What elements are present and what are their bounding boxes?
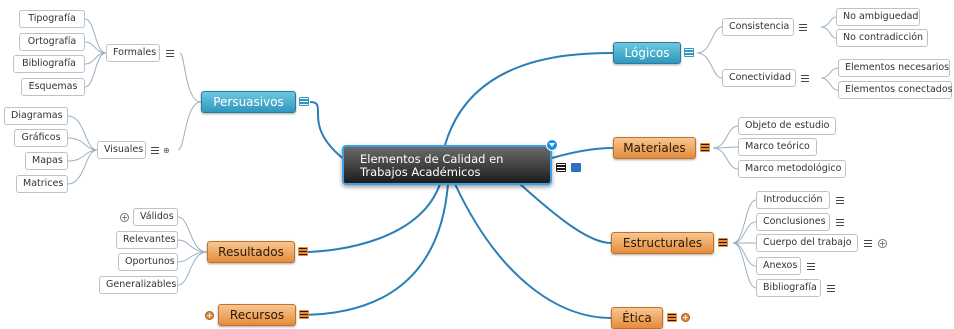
notes-icon[interactable] bbox=[835, 196, 845, 205]
leaf-tipografia[interactable]: Tipografía bbox=[19, 10, 85, 28]
notes-icon[interactable] bbox=[863, 239, 873, 248]
link-logicos bbox=[444, 52, 614, 146]
topic-estructurales[interactable]: Estructurales bbox=[611, 232, 714, 254]
leaf-relevantes[interactable]: Relevantes bbox=[116, 231, 178, 249]
notes-icon[interactable] bbox=[835, 218, 845, 227]
notes-icon[interactable] bbox=[798, 23, 808, 32]
subtopic-visuales[interactable]: Visuales bbox=[97, 141, 146, 159]
leaf-no-contradiccion[interactable]: No contradicción bbox=[836, 29, 928, 47]
collapse-icon[interactable] bbox=[546, 139, 558, 151]
notes-icon[interactable] bbox=[806, 262, 816, 271]
topic-resultados[interactable]: Resultados bbox=[207, 241, 295, 263]
attachment-icon[interactable]: ⊕ bbox=[163, 146, 170, 155]
leaf-oportunos[interactable]: Oportunos bbox=[118, 253, 178, 271]
plus-icon[interactable]: + bbox=[120, 213, 129, 222]
leaf-mapas[interactable]: Mapas bbox=[25, 152, 68, 170]
notes-icon[interactable] bbox=[556, 163, 566, 172]
central-topic[interactable]: Elementos de Calidad en Trabajos Académi… bbox=[342, 145, 552, 185]
leaf-conclusiones[interactable]: Conclusiones bbox=[756, 213, 830, 231]
leaf-no-ambiguedad[interactable]: No ambiguedad bbox=[836, 8, 920, 26]
leaf-bibliografia[interactable]: Bibliografía bbox=[13, 55, 85, 73]
topic-persuasivos[interactable]: Persuasivos bbox=[201, 91, 296, 113]
leaf-elementos-conectados[interactable]: Elementos conectados bbox=[838, 81, 953, 99]
subtopic-conectividad[interactable]: Conectividad bbox=[722, 69, 796, 87]
link-etica bbox=[454, 183, 612, 319]
leaf-matrices[interactable]: Matrices bbox=[16, 175, 68, 193]
leaf-marco-teorico[interactable]: Marco teórico bbox=[738, 138, 817, 156]
central-topic-line2: Trabajos Académicos bbox=[360, 165, 481, 179]
notes-icon[interactable] bbox=[299, 310, 309, 319]
plus-icon[interactable]: + bbox=[878, 239, 887, 248]
subtopic-formales[interactable]: Formales bbox=[106, 44, 160, 62]
leaf-marco-metodologico[interactable]: Marco metodológico bbox=[738, 160, 846, 178]
topic-etica[interactable]: Ética bbox=[611, 307, 663, 329]
central-topic-line1: Elementos de Calidad en bbox=[360, 152, 504, 166]
notes-icon[interactable] bbox=[150, 146, 160, 155]
leaf-diagramas[interactable]: Diagramas bbox=[4, 107, 68, 125]
notes-icon[interactable] bbox=[299, 97, 309, 106]
leaf-elementos-necesarios[interactable]: Elementos necesarios bbox=[838, 59, 950, 77]
topic-logicos[interactable]: Lógicos bbox=[613, 42, 681, 64]
notes-icon[interactable] bbox=[667, 313, 677, 322]
leaf-esquemas[interactable]: Esquemas bbox=[21, 78, 85, 96]
notes-icon[interactable] bbox=[800, 74, 810, 83]
notes-icon[interactable] bbox=[165, 49, 175, 58]
notes-icon[interactable] bbox=[684, 48, 694, 57]
leaf-generalizables[interactable]: Generalizables bbox=[99, 276, 178, 294]
link-persuasivos bbox=[309, 101, 346, 161]
leaf-bibliografia-estructural[interactable]: Bibliografía bbox=[756, 279, 821, 297]
notes-icon[interactable] bbox=[700, 143, 710, 152]
leaf-ortografia[interactable]: Ortografía bbox=[19, 33, 85, 51]
notes-icon[interactable] bbox=[298, 247, 308, 256]
link-materiales bbox=[551, 147, 614, 159]
topic-materiales[interactable]: Materiales bbox=[613, 137, 696, 159]
leaf-validos[interactable]: Válidos bbox=[133, 208, 178, 226]
subtopic-consistencia[interactable]: Consistencia bbox=[722, 18, 794, 36]
leaf-introduccion[interactable]: Introducción bbox=[756, 191, 830, 209]
leaf-anexos[interactable]: Anexos bbox=[756, 257, 801, 275]
link-recursos bbox=[299, 183, 449, 316]
plus-icon[interactable]: + bbox=[205, 311, 214, 320]
globe-icon[interactable] bbox=[571, 163, 581, 172]
link-estructurales bbox=[519, 183, 612, 244]
topic-recursos[interactable]: Recursos bbox=[218, 304, 296, 326]
notes-icon[interactable] bbox=[718, 238, 728, 247]
leaf-graficos[interactable]: Gráficos bbox=[14, 129, 68, 147]
plus-icon[interactable]: + bbox=[681, 313, 690, 322]
leaf-objeto-de-estudio[interactable]: Objeto de estudio bbox=[738, 117, 836, 135]
leaf-cuerpo-del-trabajo[interactable]: Cuerpo del trabajo bbox=[756, 234, 858, 252]
link-resultados bbox=[301, 183, 441, 253]
notes-icon[interactable] bbox=[826, 284, 836, 293]
